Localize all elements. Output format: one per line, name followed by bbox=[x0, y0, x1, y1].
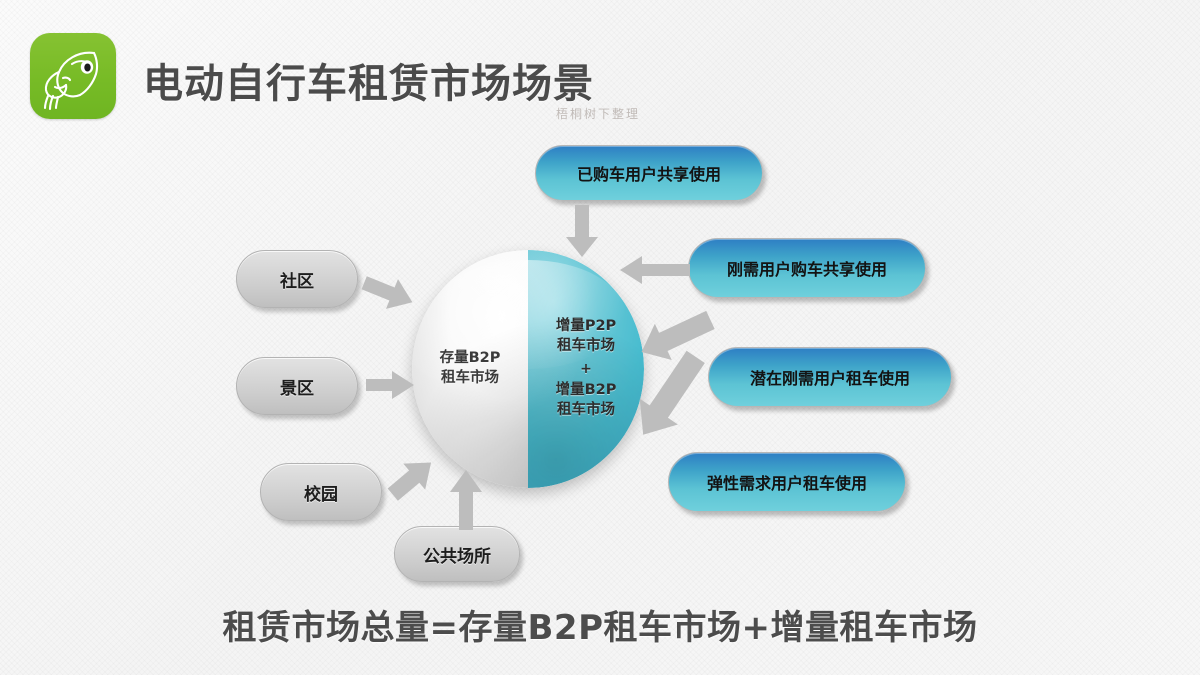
sphere-left-line2: 租车市场 bbox=[441, 370, 499, 386]
arrow-elastic-demand-to-sphere bbox=[620, 320, 720, 470]
watermark-text: 梧桐树下整理 bbox=[556, 107, 641, 121]
sphere-right-text: 增量P2P 租车市场 + 增量B2P 租车市场 bbox=[552, 317, 621, 420]
sphere-right-line4: 租车市场 bbox=[557, 402, 615, 418]
node-elastic-demand-rental[interactable]: 弹性需求用户租车使用 bbox=[668, 452, 906, 512]
sphere-right-line2: 租车市场 bbox=[557, 337, 615, 354]
summary-caption: 租赁市场总量=存量B2P租车市场+增量租车市场 bbox=[222, 608, 978, 648]
arrow-public-space-to-sphere bbox=[446, 468, 486, 530]
node-public-space-label: 公共场所 bbox=[423, 546, 491, 567]
arrow-community-to-sphere bbox=[361, 272, 422, 316]
arrow-scenic-to-sphere bbox=[366, 367, 420, 403]
sphere-right-line1: 增量P2P bbox=[555, 318, 617, 335]
node-rigid-demand-purchase-sharing-label: 刚需用户购车共享使用 bbox=[726, 260, 887, 279]
node-scenic-area-label: 景区 bbox=[280, 378, 314, 399]
arrow-potential-demand-to-sphere bbox=[636, 300, 716, 372]
sphere-left-text: 存量B2P 租车市场 bbox=[436, 349, 505, 388]
arrow-owner-sharing-to-sphere bbox=[562, 205, 602, 259]
node-owner-sharing-label: 已购车用户共享使用 bbox=[576, 165, 721, 184]
eagle-head-logo-icon bbox=[30, 33, 116, 119]
sphere-plus-sign: + bbox=[580, 360, 592, 377]
sphere-right-line3: 增量B2P bbox=[555, 382, 617, 399]
page-title: 电动自行车租赁市场场景 bbox=[143, 61, 594, 107]
node-community-label: 社区 bbox=[280, 271, 314, 292]
node-campus[interactable]: 校园 bbox=[260, 463, 382, 521]
node-campus-label: 校园 bbox=[304, 484, 338, 505]
arrow-campus-to-sphere bbox=[386, 447, 444, 505]
node-elastic-demand-rental-label: 弹性需求用户租车使用 bbox=[706, 474, 867, 493]
central-sphere: 存量B2P 租车市场 增量P2P 租车市场 + 增量B2P 租车市场 bbox=[412, 250, 644, 488]
node-rigid-demand-purchase-sharing[interactable]: 刚需用户购车共享使用 bbox=[688, 238, 926, 298]
node-community[interactable]: 社区 bbox=[236, 250, 358, 308]
node-potential-rigid-demand-rental-label: 潜在刚需用户租车使用 bbox=[749, 369, 910, 388]
sphere-left-line1: 存量B2P bbox=[439, 350, 501, 367]
node-public-space[interactable]: 公共场所 bbox=[394, 526, 520, 582]
arrow-rigid-demand-to-sphere bbox=[620, 253, 690, 287]
node-scenic-area[interactable]: 景区 bbox=[236, 357, 358, 415]
node-owner-sharing[interactable]: 已购车用户共享使用 bbox=[535, 145, 763, 201]
node-potential-rigid-demand-rental[interactable]: 潜在刚需用户租车使用 bbox=[708, 347, 952, 407]
